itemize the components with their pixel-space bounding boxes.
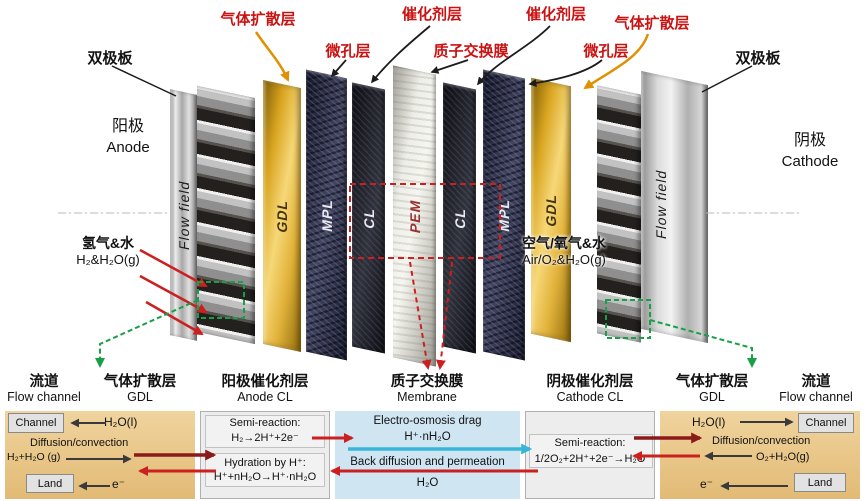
cathode-label-cn: 阴极 [793, 132, 826, 149]
pointer-pem [430, 59, 469, 74]
header-cathode-cl-cn: 阴极催化剂层 [546, 374, 634, 390]
water-label-left: H₂O(l) [104, 415, 138, 429]
label-cl-right: 催化剂层 [525, 6, 586, 23]
diffusion-label-left: Diffusion/convection [30, 437, 129, 449]
back-diffusion-title: Back diffusion and permeation [350, 456, 505, 468]
gdl-right-text: GDL [543, 192, 559, 228]
anode-cl-box: Semi-reaction: H₂→2H⁺+2e⁻ Hydration by H… [200, 411, 330, 499]
pointer-gdl-left [254, 31, 290, 82]
pem-text: PEM [406, 197, 423, 235]
label-bipolar-right: 双极板 [735, 50, 781, 67]
pointer-bipolar-right [701, 65, 753, 93]
flow-field-left-text: Flow field [175, 178, 192, 252]
cl-right-text: CL [451, 205, 468, 231]
bipolar-plate-left: Flow field [170, 89, 197, 341]
electron-label-right: e⁻ [700, 477, 714, 491]
hydrogen-inlet-label: 氢气&水 H₂&H₂O(g) [44, 234, 172, 269]
anode-semi-eq: H₂→2H⁺+2e⁻ [231, 432, 299, 444]
gdl-left-text: GDL [274, 198, 290, 234]
cl-left-text: CL [360, 205, 377, 231]
mpl-layer-left: MPL [306, 69, 347, 361]
anode-semi-title: Semi-reaction: [229, 417, 301, 429]
cl-layer-left: CL [352, 82, 385, 354]
header-gdl-left-cn: 气体扩散层 [103, 374, 177, 390]
channel-box-left: Channel [8, 413, 64, 433]
label-gdl-right: 气体扩散层 [614, 15, 690, 32]
cathode-semi-reaction-frame [529, 434, 653, 468]
land-box-right: Land [794, 473, 846, 492]
header-cathode-cl-en: Cathode CL [556, 390, 624, 405]
left-channel-gdl-box: Channel H₂O(l) Diffusion/convection H₂+H… [5, 411, 195, 499]
mpl-right-text: MPL [496, 197, 512, 233]
gas-label-right: O₂+H₂O(g) [756, 451, 810, 463]
air-inlet-en: Air/O₂&H₂O(g) [522, 252, 606, 268]
header-flow-channel-left: 流道 Flow channel [2, 374, 86, 404]
header-gdl-right: 气体扩散层 GDL [658, 374, 766, 404]
flow-channels-right [597, 85, 641, 343]
flow-field-right-text: Flow field [653, 167, 669, 241]
anode-hydration-eq: H⁺+nH₂O→H⁺·nH₂O [213, 471, 317, 483]
header-membrane: 质子交换膜 Membrane [358, 374, 496, 404]
label-mpl-left: 微孔层 [325, 43, 371, 60]
label-mpl-right: 微孔层 [583, 43, 629, 60]
header-flow-channel-right-cn: 流道 [801, 374, 831, 390]
cathode-label-en: Cathode [781, 152, 839, 170]
hydrogen-inlet-en: H₂&H₂O(g) [76, 252, 140, 268]
cathode-semi-title: Semi-reaction: [554, 437, 626, 449]
anode-hydration-title: Hydration by H⁺: [224, 457, 306, 469]
cathode-semi-eq: 1/2O₂+2H⁺+2e⁻→H₂O [534, 453, 646, 465]
header-flow-channel-right: 流道 Flow channel [770, 374, 862, 404]
diffusion-label-right: Diffusion/convection [712, 435, 811, 447]
header-flow-channel-right-en: Flow channel [779, 390, 853, 405]
air-inlet-label: 空气/氧气&水 Air/O₂&H₂O(g) [494, 234, 634, 269]
channel-box-right: Channel [798, 413, 854, 433]
header-anode-cl-en: Anode CL [237, 390, 293, 405]
label-pem: 质子交换膜 [433, 43, 509, 60]
cathode-label: 阴极 Cathode [768, 130, 852, 172]
header-gdl-right-cn: 气体扩散层 [675, 374, 749, 390]
anode-semi-reaction-frame [205, 415, 325, 448]
anode-label-en: Anode [106, 138, 150, 156]
header-anode-cl-cn: 阳极催化剂层 [221, 374, 309, 390]
pointer-mpl-left [330, 59, 347, 78]
anode-label: 阳极 Anode [86, 116, 170, 158]
pointer-bipolar-left [111, 65, 177, 97]
air-inlet-cn: 空气/氧气&水 [522, 235, 606, 251]
cl-layer-right: CL [443, 82, 476, 354]
header-gdl-right-en: GDL [699, 390, 725, 405]
label-bipolar-left: 双极板 [87, 50, 133, 67]
water-label-right: H₂O(l) [692, 415, 726, 429]
electro-osmosis-title: Electro-osmosis drag [373, 415, 482, 427]
electron-label-left: e⁻ [112, 477, 126, 491]
bipolar-plate-right: Flow field [641, 70, 708, 344]
label-cl-left: 催化剂层 [401, 6, 462, 23]
mpl-left-text: MPL [318, 197, 335, 233]
gdl-layer-right: GDL [531, 77, 571, 343]
hydrogen-inlet-cn: 氢气&水 [81, 235, 135, 251]
flow-channels-left [197, 85, 255, 345]
label-gdl-left: 气体扩散层 [220, 11, 296, 28]
membrane-box: Electro-osmosis drag H⁺·nH₂O Back diffus… [335, 411, 520, 499]
back-diffusion-species: H₂O [416, 477, 439, 489]
header-flow-channel-left-en: Flow channel [7, 390, 81, 405]
header-membrane-cn: 质子交换膜 [390, 374, 464, 390]
header-gdl-left-en: GDL [127, 390, 153, 405]
header-flow-channel-left-cn: 流道 [29, 374, 59, 390]
electro-osmosis-species: H⁺·nH₂O [404, 431, 451, 443]
anode-label-cn: 阳极 [111, 118, 144, 135]
land-box-left: Land [26, 474, 74, 493]
gdl-layer-left: GDL [263, 79, 301, 353]
gas-label-left: H₂+H₂O (g) [7, 451, 61, 463]
header-anode-cl: 阳极催化剂层 Anode CL [200, 374, 330, 404]
header-gdl-left: 气体扩散层 GDL [86, 374, 194, 404]
header-cathode-cl: 阴极催化剂层 Cathode CL [525, 374, 655, 404]
header-membrane-en: Membrane [397, 390, 457, 405]
mpl-layer-right: MPL [483, 69, 525, 361]
pem-layer: PEM [393, 65, 436, 367]
right-channel-gdl-box: H₂O(l) Channel Diffusion/convection O₂+H… [660, 411, 860, 499]
cathode-cl-box: Semi-reaction: 1/2O₂+2H⁺+2e⁻→H₂O [525, 411, 655, 499]
